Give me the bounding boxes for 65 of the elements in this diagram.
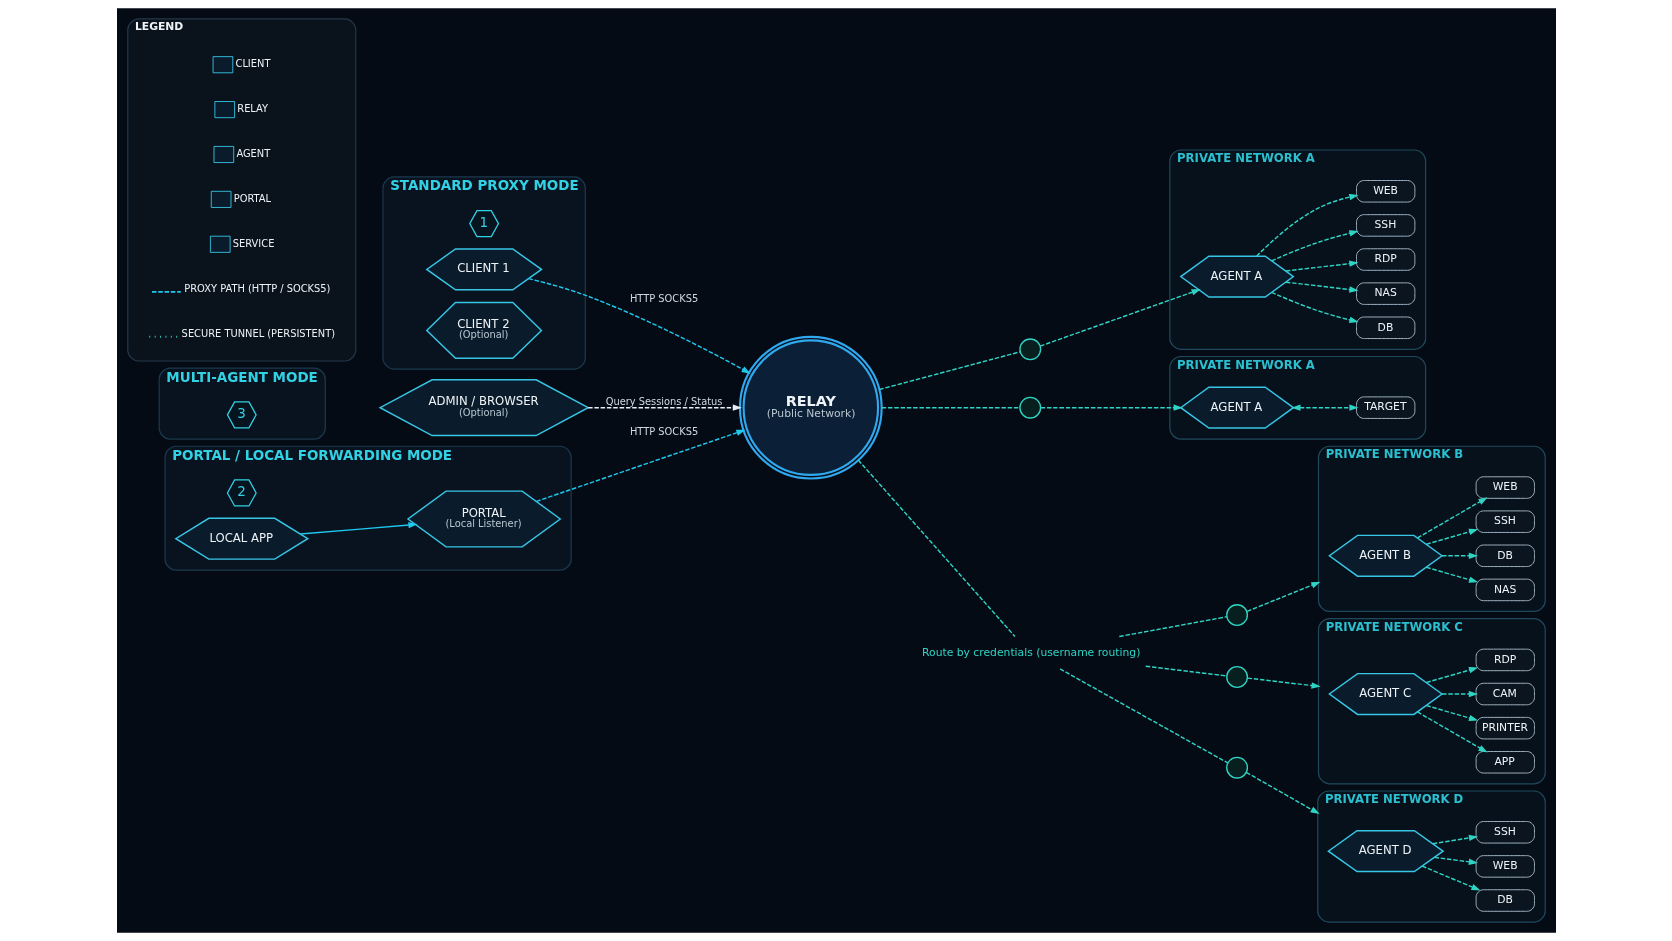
arrow [1245, 581, 1320, 613]
node-circle [1225, 604, 1248, 627]
arrow [1440, 690, 1478, 698]
node-circle [1018, 338, 1041, 361]
arrow [1431, 834, 1478, 845]
arrow [1039, 289, 1201, 347]
node-box: APP [1475, 751, 1535, 774]
arrow [1421, 865, 1481, 891]
edge-label: Query Sessions / Status [605, 395, 722, 407]
connector [1118, 616, 1227, 638]
connector [1144, 665, 1227, 677]
arrow [1284, 260, 1358, 272]
arrow [1440, 552, 1478, 559]
node-circle [1225, 756, 1248, 779]
node-circle [1018, 396, 1041, 419]
arrow [1425, 704, 1478, 722]
arrow [1416, 711, 1488, 753]
node-box: RDP [1355, 248, 1415, 271]
arrow [1255, 193, 1358, 257]
node-box: WEB [1475, 476, 1535, 499]
arrow [299, 521, 418, 535]
node-box: DB [1475, 544, 1535, 568]
connector [1058, 668, 1228, 764]
node-box: SSH [1475, 821, 1535, 844]
node-box: RDP [1475, 648, 1535, 672]
arrow [1425, 667, 1478, 684]
node-box: SSH [1475, 510, 1535, 533]
node-box: DB [1355, 316, 1415, 340]
legend-label: RELAY [236, 103, 268, 115]
arrow [1245, 771, 1320, 815]
node-box: TARGET [1355, 396, 1415, 419]
arrow [1039, 404, 1183, 411]
arrow [1433, 856, 1478, 865]
connector [878, 351, 1021, 391]
edge-label: HTTP SOCKS5 [629, 426, 698, 438]
arrow [587, 404, 742, 411]
node-circle [1225, 666, 1248, 688]
legend-label: CLIENT [235, 58, 270, 70]
node-box: WEB [1475, 855, 1535, 878]
arrow [1290, 404, 1359, 411]
node-box: CAM [1475, 682, 1535, 706]
node-box: SSH [1355, 214, 1415, 237]
legend-label: AGENT [235, 148, 270, 160]
arrow [1246, 677, 1321, 689]
legend-label: SECURE TUNNEL (PERSISTENT) [181, 327, 335, 339]
node-box: NAS [1355, 282, 1415, 305]
legend-label: PORTAL [233, 192, 271, 204]
arrow [1270, 291, 1359, 324]
arrow [535, 429, 746, 503]
arrow [527, 277, 751, 374]
arrow [1425, 566, 1478, 583]
edge-label: HTTP SOCKS5 [629, 292, 698, 304]
arrow [1270, 230, 1359, 262]
arrow [1425, 528, 1478, 545]
connector [880, 406, 1021, 409]
node-box: WEB [1355, 180, 1415, 203]
node-box: PRINTER [1475, 716, 1535, 740]
connector [857, 459, 1016, 638]
arrow [1416, 497, 1488, 539]
legend-label: PROXY PATH (HTTP / SOCKS5) [183, 282, 330, 294]
node-box: DB [1475, 889, 1535, 912]
legend-label: SERVICE [232, 237, 274, 249]
node-box: NAS [1475, 578, 1535, 602]
node-text: Route by credentials (username routing) [921, 645, 1140, 659]
arrow [1284, 281, 1358, 293]
